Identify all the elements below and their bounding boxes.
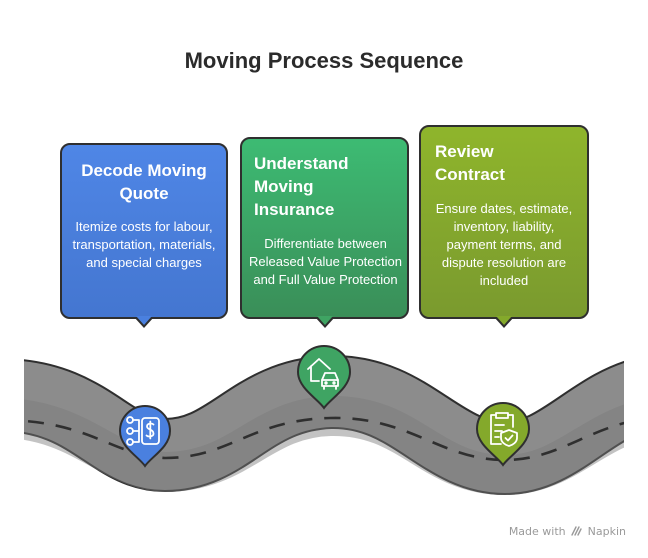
step-description: Itemize costs for labour, transportation… bbox=[72, 219, 216, 270]
house-car-icon bbox=[296, 345, 352, 410]
step-title: Decode Moving Quote bbox=[81, 161, 207, 203]
step-title: Understand Moving Insurance bbox=[254, 154, 349, 219]
napkin-watermark: Made with Napkin bbox=[509, 525, 626, 538]
napkin-brand-label: Napkin bbox=[587, 525, 626, 538]
flow-dollar-icon bbox=[118, 405, 172, 468]
made-with-label: Made with bbox=[508, 525, 566, 538]
step-description: Ensure dates, estimate, inventory, liabi… bbox=[435, 201, 573, 288]
clipboard-check-icon bbox=[475, 402, 531, 467]
step-title: Review Contract bbox=[435, 142, 505, 184]
napkin-logo-icon bbox=[571, 526, 582, 536]
step-callout-decode-quote: Decode Moving Quote Itemize costs for la… bbox=[60, 143, 228, 328]
step-description: Differentiate between Released Value Pro… bbox=[249, 236, 402, 287]
step-callout-moving-insurance: Understand Moving Insurance Differentiat… bbox=[240, 137, 409, 328]
step-callout-review-contract: Review Contract Ensure dates, estimate, … bbox=[419, 125, 589, 328]
page-title: Moving Process Sequence bbox=[184, 48, 464, 73]
